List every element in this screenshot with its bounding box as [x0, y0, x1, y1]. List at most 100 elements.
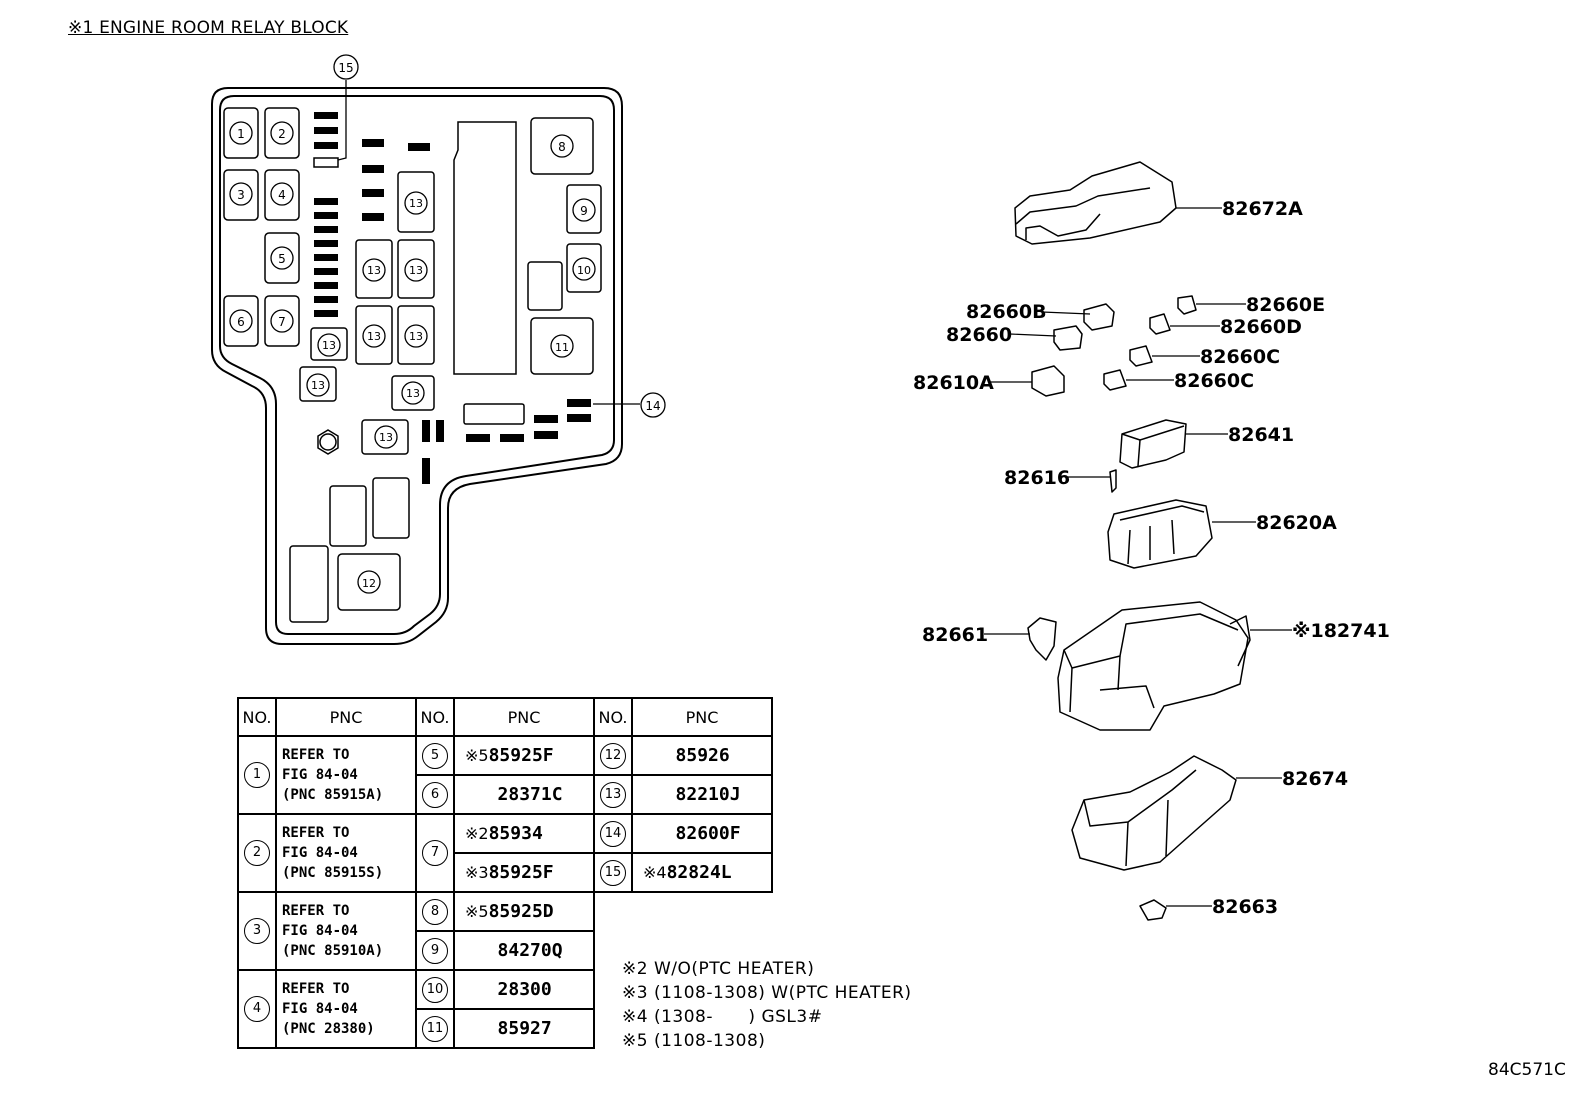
table-row: 9 84270Q — [238, 930, 772, 971]
part-label-82660: 82660 — [946, 324, 1012, 346]
table-row: 1 REFER TO FIG 84-04 (PNC 85915A) 5 ※585… — [237, 735, 773, 815]
table-header-row: NO. PNC NO. PNC NO. PNC — [237, 697, 773, 737]
pnc-value: 85925F — [488, 862, 554, 883]
relay-label-13c: 13 — [409, 264, 423, 277]
relay-label-15: 15 — [338, 61, 353, 75]
relay-label-13f: 13 — [322, 339, 336, 352]
relay-label-12: 12 — [362, 577, 376, 590]
no-cell-6: 6 — [415, 774, 455, 815]
circled-number: 9 — [422, 937, 448, 964]
pnc-cell-12: 85926 — [631, 735, 773, 776]
table-row: 4 REFER TO FIG 84-04 (PNC 28380) 10 2830… — [237, 969, 772, 1049]
no-cell-7: 7 — [415, 813, 455, 893]
fuse-clip-82660B — [1083, 303, 1115, 331]
footnote-2: ※2 W/O(PTC HEATER) — [622, 959, 815, 979]
table-row: 6 28371C 13 82210J — [238, 774, 773, 815]
part-label-82674: 82674 — [1282, 768, 1348, 790]
part-label-82660E: 82660E — [1246, 294, 1325, 316]
no-cell-5: 5 — [415, 735, 455, 776]
no-cell-8: 8 — [415, 891, 455, 932]
table-row: 11 85927 — [238, 1008, 772, 1049]
pnc-cell-7a: ※285934 — [453, 813, 595, 854]
pnc-value: 28300 — [497, 979, 552, 1000]
part-label-82610A: 82610A — [913, 372, 994, 394]
pnc-value: 82600F — [675, 823, 741, 844]
circled-number: 10 — [422, 976, 448, 1003]
table-row: ※385925F 15 ※482824L — [238, 852, 773, 893]
no-cell-4: 4 — [237, 969, 277, 1049]
no-cell-12: 12 — [593, 735, 633, 776]
pnc-value: 85926 — [675, 745, 730, 766]
note-mark: ※5 — [465, 902, 489, 921]
fuse-clip-82660E — [1177, 295, 1197, 315]
circled-number: 15 — [600, 859, 626, 886]
fuse-clip-82660C-a — [1129, 345, 1153, 367]
circled-number: 5 — [422, 742, 448, 769]
relay-label-4: 4 — [278, 188, 286, 202]
pnc-value: 82824L — [666, 862, 732, 883]
pnc-value: 85925D — [488, 901, 554, 922]
pnc-cell-2: REFER TO FIG 84-04 (PNC 85915S) — [275, 813, 417, 893]
header-pnc-3: PNC — [631, 697, 773, 737]
relay-label-14: 14 — [645, 399, 660, 413]
circled-number: 14 — [600, 820, 626, 847]
part-label-82661: 82661 — [922, 624, 988, 646]
footnote-5: ※5 (1108-1308) — [622, 1031, 766, 1051]
table-row: 2 REFER TO FIG 84-04 (PNC 85915S) 7 ※285… — [237, 813, 773, 893]
relay-block-case-82741 — [1057, 601, 1249, 731]
pnc-value: 84270Q — [497, 940, 563, 961]
header-no-1: NO. — [237, 697, 277, 737]
relay-label-1: 1 — [237, 127, 245, 141]
footnote-4: ※4 (1308- ) GSL3# — [622, 1007, 823, 1027]
pnc-cell-13: 82210J — [631, 774, 773, 815]
note-mark: ※2 — [465, 824, 489, 843]
no-cell-13: 13 — [593, 774, 633, 815]
relay-label-13i: 13 — [379, 431, 393, 444]
pnc-cell-4: REFER TO FIG 84-04 (PNC 28380) — [275, 969, 417, 1049]
relay-label-13a: 13 — [409, 197, 423, 210]
exploded-parts-diagram: 82672A 82660B 82660 82660E 82660D 82660C… — [913, 161, 1390, 921]
pnc-cell-10: 28300 — [453, 969, 595, 1010]
pnc-value: 82210J — [675, 784, 741, 805]
no-cell-15: 15 — [593, 852, 633, 893]
part-label-82616: 82616 — [1004, 467, 1070, 489]
no-cell-1: 1 — [237, 735, 277, 815]
lower-tray-82674 — [1071, 755, 1237, 871]
header-no-3: NO. — [593, 697, 633, 737]
clip-82663 — [1139, 899, 1167, 921]
footnote-3: ※3 (1108-1308) W(PTC HEATER) — [622, 983, 912, 1003]
relay-label-6: 6 — [237, 315, 245, 329]
pnc-value: 85934 — [488, 823, 543, 844]
diagram-code: 84C571C — [1488, 1060, 1566, 1080]
pnc-cell-9: 84270Q — [453, 930, 595, 971]
header-pnc-1: PNC — [275, 697, 417, 737]
part-label-82663: 82663 — [1212, 896, 1278, 918]
part-label-82741: ※182741 — [1292, 620, 1390, 642]
circled-number: 2 — [244, 840, 270, 866]
pnc-cell-15: ※482824L — [631, 852, 773, 893]
relay-label-13e: 13 — [409, 330, 423, 343]
relay-label-10: 10 — [577, 264, 591, 277]
circled-number: 12 — [600, 742, 626, 769]
relay-block-diagram: 1 2 3 4 5 6 7 8 9 10 11 12 13 13 13 13 1… — [211, 54, 666, 645]
no-cell-14: 14 — [593, 813, 633, 854]
part-label-82672A: 82672A — [1222, 198, 1303, 220]
circled-number: 8 — [422, 898, 448, 925]
relay-label-13b: 13 — [367, 264, 381, 277]
circled-number: 7 — [422, 840, 448, 866]
relay-module-82641 — [1119, 419, 1187, 469]
part-label-82660C-a: 82660C — [1200, 346, 1280, 368]
relay-holder-82620A — [1107, 499, 1213, 569]
header-pnc-2: PNC — [453, 697, 595, 737]
note-mark: ※5 — [465, 746, 489, 765]
part-label-82660C-b: 82660C — [1174, 370, 1254, 392]
header-no-2: NO. — [415, 697, 455, 737]
bracket-82661 — [1027, 617, 1057, 661]
footnotes: ※2 W/O(PTC HEATER) ※3 (1108-1308) W(PTC … — [622, 957, 912, 1053]
part-label-82660D: 82660D — [1220, 316, 1302, 338]
note-mark: ※3 — [465, 863, 489, 882]
table-row: 3 REFER TO FIG 84-04 (PNC 85910A) 8 ※585… — [237, 891, 772, 971]
block-outline-inner-line — [219, 95, 615, 635]
part-label-82660B: 82660B — [966, 301, 1047, 323]
relay-label-3: 3 — [237, 188, 245, 202]
